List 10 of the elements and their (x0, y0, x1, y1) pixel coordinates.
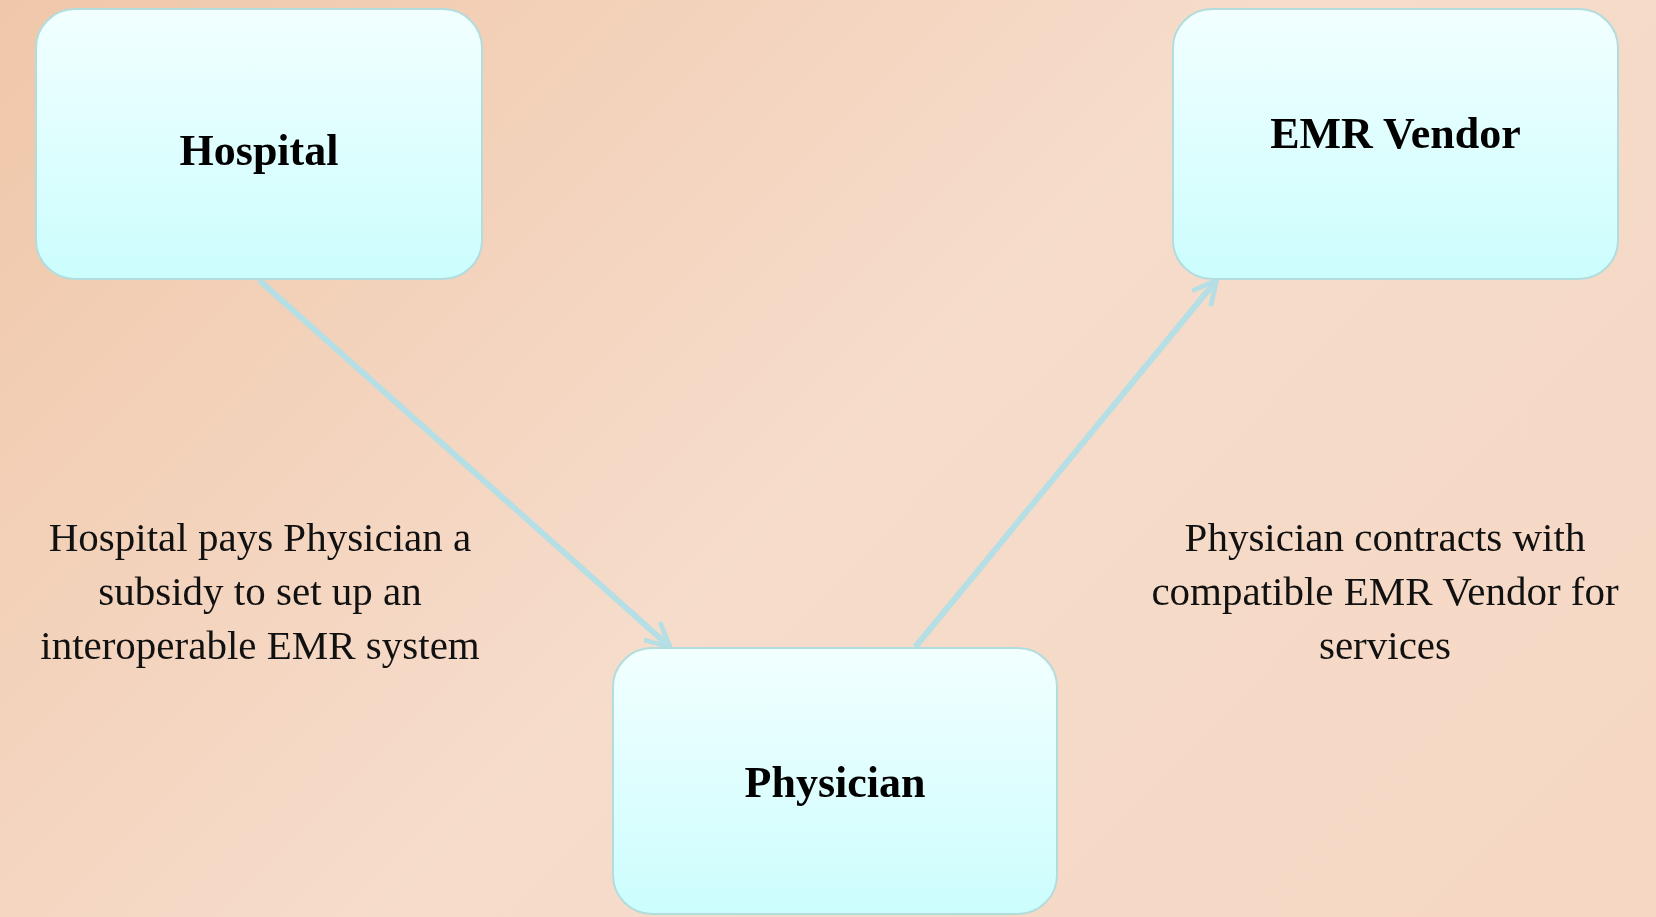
node-label: Hospital (178, 125, 340, 176)
arrow (912, 277, 1220, 649)
arrow (257, 277, 673, 650)
note-text: Hospital pays Physician a subsidy to set up an interoperable EMR system (39, 513, 481, 670)
rounded-box (1172, 8, 1619, 280)
rounded-box (35, 8, 483, 280)
node-label: EMR Vendor (1269, 108, 1522, 159)
node-label: Physician (743, 757, 927, 808)
note-text: Physician contracts with compatible EMR Vendor for services (1150, 513, 1620, 670)
rounded-box (612, 647, 1058, 915)
